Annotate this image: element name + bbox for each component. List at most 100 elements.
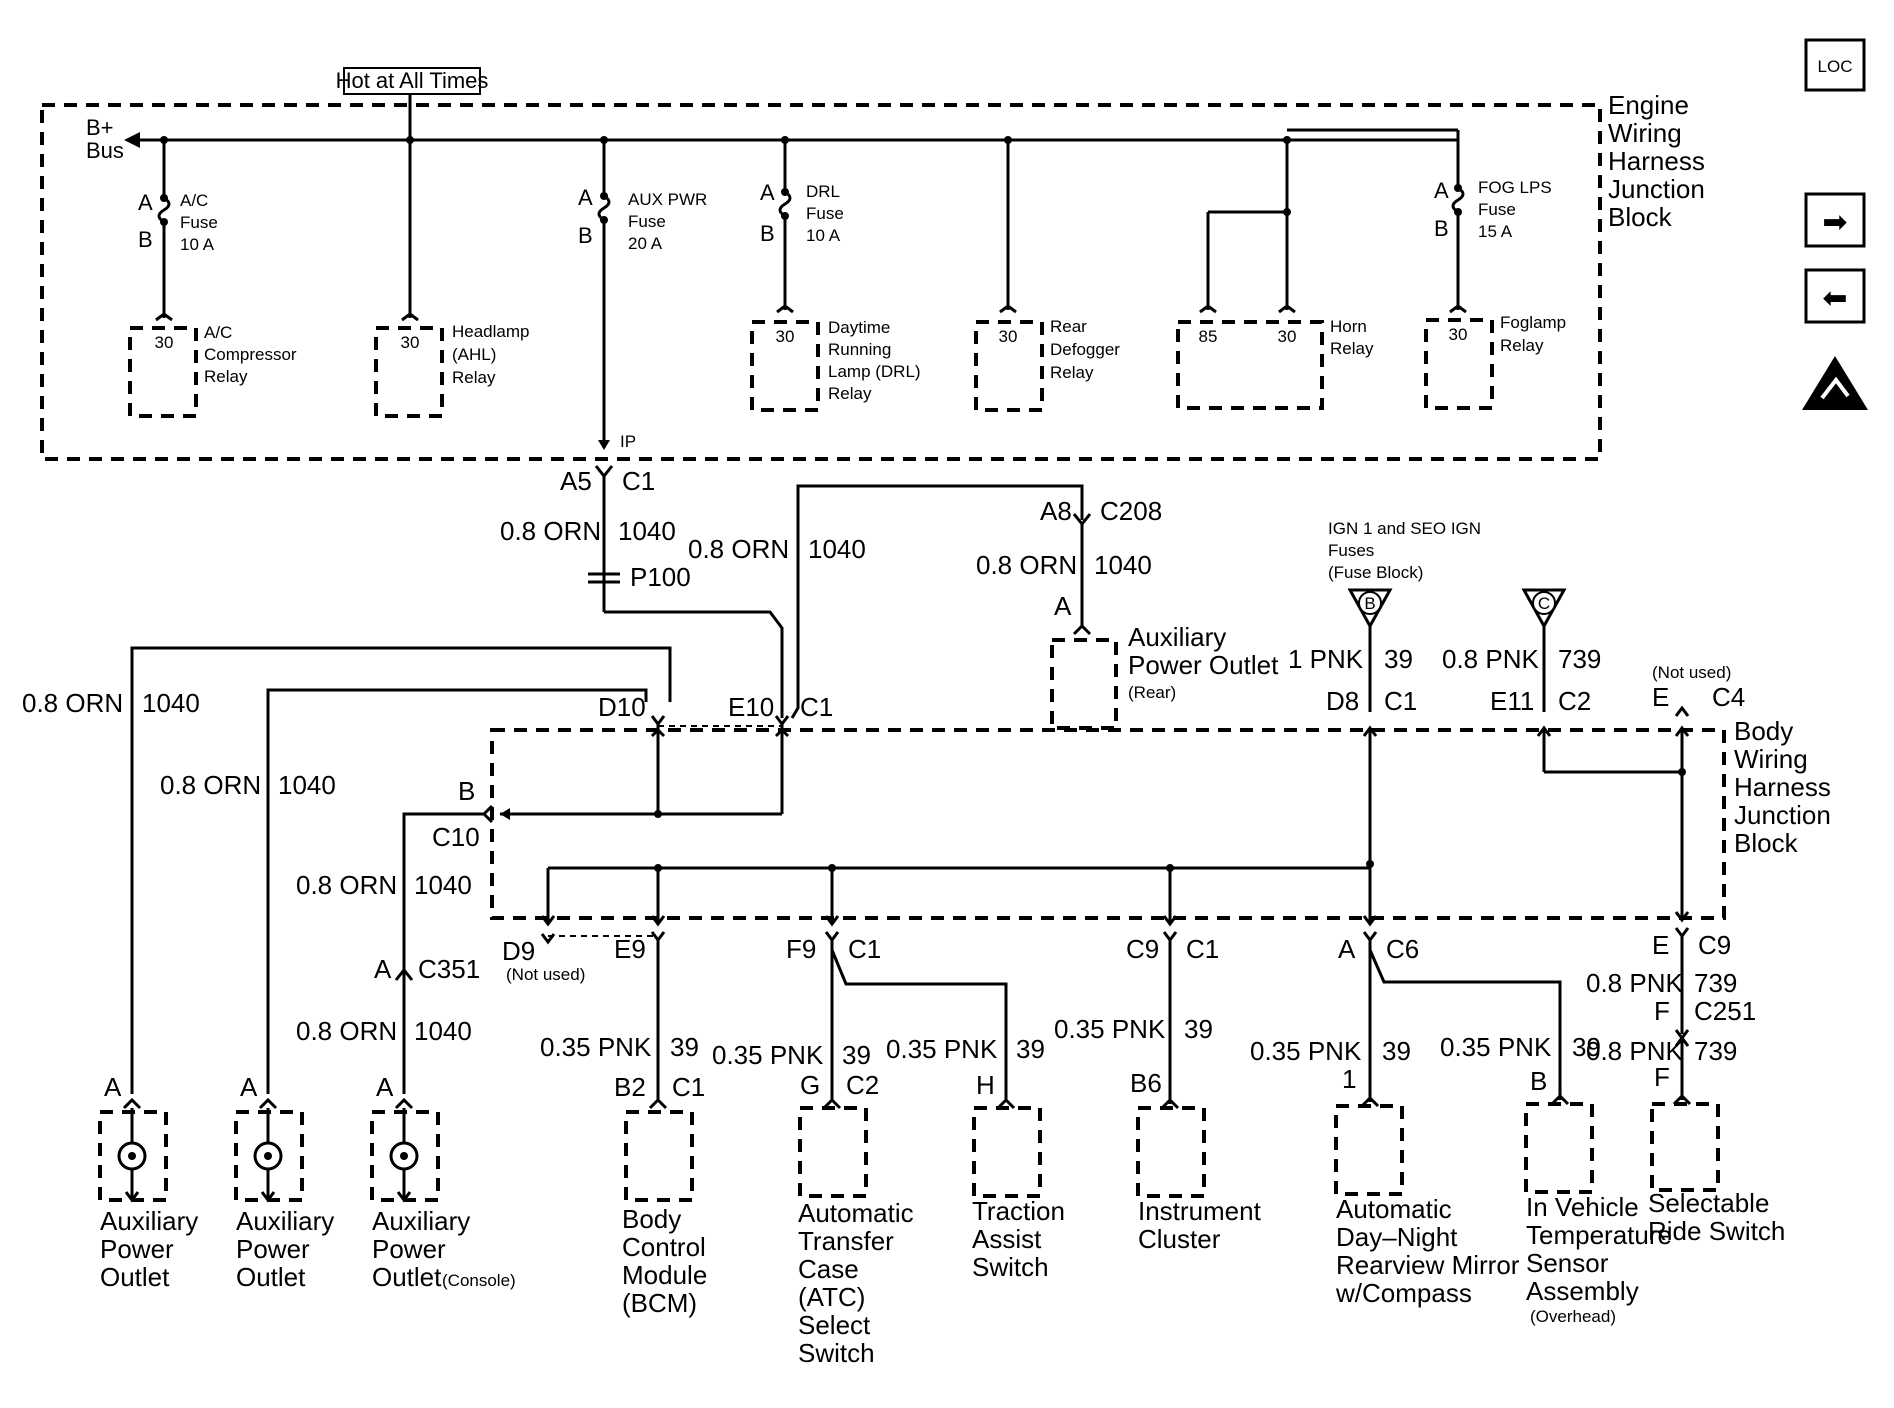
fuse-source-label: Fuses	[1328, 541, 1374, 560]
wire-circuit: 1040	[414, 1016, 472, 1046]
d9-connector: D9 (Not used)	[502, 933, 658, 984]
component-label: w/Compass	[1335, 1278, 1472, 1308]
component-label: Sensor	[1526, 1248, 1609, 1278]
back-button[interactable]: ⬅	[1804, 268, 1866, 324]
connector-label: C208	[1100, 496, 1162, 526]
wire-color: 0.8 PNK	[1586, 1036, 1683, 1066]
wire-color: 0.35 PNK	[1250, 1036, 1362, 1066]
component-label: Outlet	[236, 1262, 306, 1292]
fuse-label: 20 A	[628, 234, 663, 253]
body-block-line: Junction	[1734, 800, 1831, 830]
component-label: Switch	[972, 1252, 1049, 1282]
loc-button[interactable]: LOC	[1804, 38, 1866, 92]
wire-circuit: 39	[1184, 1014, 1213, 1044]
fuse-pin-a: A	[760, 180, 775, 205]
relay-label: Relay	[1330, 339, 1374, 358]
arrow-right-icon: ➡	[1822, 206, 1847, 239]
arrow-left-icon: ⬅	[1822, 282, 1847, 315]
wire-color: 0.8 ORN	[296, 1016, 397, 1046]
rear-outlet-label: Auxiliary	[1128, 622, 1226, 652]
wire-color: 0.8 PNK	[1586, 968, 1683, 998]
connector-label: C9	[1126, 934, 1159, 964]
connector-label: C10	[432, 822, 480, 852]
wire-circuit: 1040	[808, 534, 866, 564]
fuse-label: A/C	[180, 191, 208, 210]
fog-lps-fuse: A B FOG LPS Fuse 15 A	[1434, 140, 1552, 310]
aux-outlet-1: A Auxiliary Power Outlet	[98, 1072, 198, 1292]
body-block-line: Body	[1734, 716, 1793, 746]
component-label: Outlet	[100, 1262, 170, 1292]
component-label: Auxiliary	[236, 1206, 334, 1236]
esd-warning-icon	[1802, 356, 1868, 410]
relay-label: Headlamp	[452, 322, 530, 341]
component-label: Select	[798, 1310, 871, 1340]
connector-label: P100	[630, 562, 691, 592]
ac-fuse: A B A/C Fuse 10 A	[138, 140, 218, 318]
connector-label: F	[1654, 1062, 1670, 1092]
connector-label: C9	[1698, 930, 1731, 960]
fuse-pin-b: B	[578, 223, 593, 248]
ign-fuse-source-c: C 0.8 PNK 739	[1442, 588, 1601, 712]
wire-color: 0.35 PNK	[540, 1032, 652, 1062]
component-label: Ride Switch	[1648, 1216, 1785, 1246]
wire-color: 0.35 PNK	[712, 1040, 824, 1070]
engine-block-line: Harness	[1608, 146, 1705, 176]
relay-pin: 85	[1199, 327, 1218, 346]
wire-circuit: 739	[1558, 644, 1601, 674]
wire-circuit: 1040	[1094, 550, 1152, 580]
component-label: (ATC)	[798, 1282, 865, 1312]
component-label: Switch	[798, 1338, 875, 1368]
wire-color: 0.8 ORN	[688, 534, 789, 564]
connector-label: C6	[1386, 934, 1419, 964]
wire-circuit: 39	[1382, 1036, 1411, 1066]
not-used-label: (Not used)	[506, 965, 585, 984]
rear-outlet-feed: 0.8 ORN 1040 A8 C208 0.8 ORN 1040 A Auxi…	[688, 484, 1279, 730]
component-note: (Overhead)	[1530, 1307, 1616, 1326]
relay-pin: 30	[155, 333, 174, 352]
connector-label: C251	[1694, 996, 1756, 1026]
ride-switch-branch: E C9 0.8 PNK 739 F C251 0.8 PNK 739 F Se…	[1586, 927, 1785, 1246]
body-block-line: Block	[1734, 828, 1799, 858]
engine-block-line: Engine	[1608, 90, 1689, 120]
fuse-pin-a: A	[1434, 178, 1449, 203]
engine-block-line: Junction	[1608, 174, 1705, 204]
connector-label: F	[1654, 996, 1670, 1026]
component-label: Power	[372, 1234, 446, 1264]
connector-label: C351	[418, 954, 480, 984]
engine-junction-block: Engine Wiring Harness Junction Block	[40, 90, 1705, 461]
relay-pin: 30	[999, 327, 1018, 346]
wire-circuit: 39	[1384, 644, 1413, 674]
component-label: Case	[798, 1254, 859, 1284]
connector-label: E	[1652, 682, 1669, 712]
component-label: In Vehicle	[1526, 1192, 1639, 1222]
fuse-label: Fuse	[1478, 200, 1516, 219]
aux-outlet-feed-2: 0.8 ORN 1040	[160, 688, 648, 1094]
horn-relay: 85 30 Horn Relay	[1176, 140, 1374, 410]
drl-relay: 30 Daytime Running Lamp (DRL) Relay	[750, 304, 921, 412]
wire-color: 0.35 PNK	[1440, 1032, 1552, 1062]
connector-label: B	[458, 776, 475, 806]
c6-branch: A C6 0.35 PNK 39 0.35 PNK 39 1 B Automat…	[1250, 931, 1672, 1326]
relay-pin: 30	[401, 333, 420, 352]
bplus-bus: B+ Bus	[86, 115, 1460, 163]
relay-label: Defogger	[1050, 340, 1120, 359]
wire-circuit: 1040	[414, 870, 472, 900]
connector-label: A	[376, 1072, 394, 1102]
relay-label: Foglamp	[1500, 313, 1566, 332]
connector-label: H	[976, 1070, 995, 1100]
aux-outlet-3-console: A Auxiliary Power Outlet (Console)	[370, 1072, 516, 1292]
ign-fuse-source-b: IGN 1 and SEO IGN Fuses (Fuse Block) B 1…	[1288, 519, 1481, 712]
fuse-label: DRL	[806, 182, 840, 201]
wire-color: 0.8 ORN	[976, 550, 1077, 580]
connector-label: E10	[728, 692, 774, 722]
body-block-line: Harness	[1734, 772, 1831, 802]
component-label: Power	[100, 1234, 174, 1264]
bcm-branch: E9 0.35 PNK 39 B2 C1 Body Control Module…	[540, 931, 707, 1318]
wire-circuit: 1040	[618, 516, 676, 546]
connector-label: B6	[1130, 1068, 1162, 1098]
connector-label: C1	[672, 1072, 705, 1102]
fuse-label: 15 A	[1478, 222, 1513, 241]
forward-button[interactable]: ➡	[1804, 192, 1866, 248]
fuse-label: Fuse	[628, 212, 666, 231]
wire-color: 0.8 ORN	[160, 770, 261, 800]
